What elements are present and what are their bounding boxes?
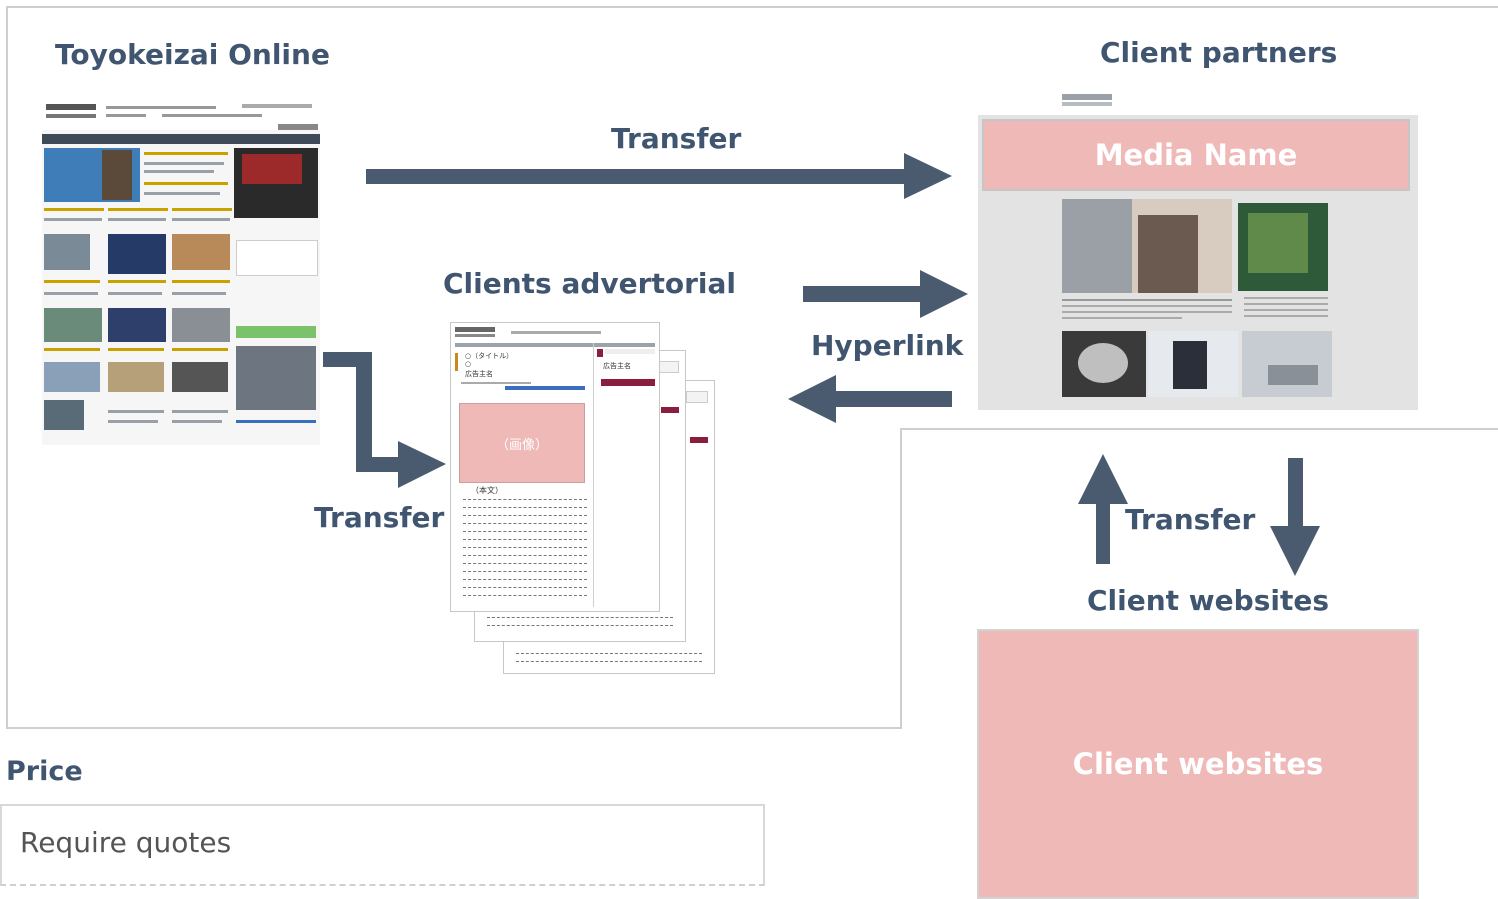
- advertiser-name: 広告主名: [465, 370, 493, 378]
- client-websites-box: Client websites: [977, 629, 1419, 899]
- frame-divider: [6, 727, 902, 729]
- diagram-frame: [6, 6, 1498, 729]
- partner-logo-sub: [1062, 102, 1112, 106]
- transfer-right-label: Transfer: [1125, 503, 1256, 536]
- toyokeizai-screenshot: [42, 100, 320, 445]
- client-websites-label: Client websites: [1087, 584, 1330, 617]
- price-heading: Price: [6, 756, 83, 787]
- image-placeholder: （画像）: [459, 403, 585, 483]
- frame-divider: [900, 428, 902, 729]
- advertorial-mock: ○（タイトル） ○ 広告主名 （画像） （本文） 広告主名: [446, 320, 716, 676]
- circle-mark: ○: [465, 360, 472, 368]
- toyokeizai-label: Toyokeizai Online: [55, 38, 330, 71]
- arrow-transfer-right: [366, 153, 952, 199]
- hyperlink-label: Hyperlink: [811, 329, 964, 362]
- body-placeholder: （本文）: [471, 486, 503, 495]
- price-value: Require quotes: [20, 826, 232, 859]
- client-partners-label: Client partners: [1100, 36, 1338, 69]
- frame-divider: [900, 428, 1498, 430]
- side-advertiser: 広告主名: [603, 362, 631, 370]
- advertorial-page: ○（タイトル） ○ 広告主名 （画像） （本文） 広告主名: [450, 322, 660, 612]
- title-placeholder: ○（タイトル）: [465, 352, 514, 360]
- arrow-transfer-elbow: [323, 352, 446, 488]
- clients-advertorial-label: Clients advertorial: [443, 267, 736, 300]
- transfer-left-label: Transfer: [314, 501, 445, 534]
- arrow-down: [1270, 458, 1320, 576]
- transfer-top-label: Transfer: [611, 122, 742, 155]
- arrow-hyperlink-left: [788, 375, 952, 423]
- partner-logo: [1062, 94, 1112, 100]
- arrow-hyperlink-right: [803, 270, 968, 318]
- price-box: [0, 804, 765, 886]
- media-name-banner: Media Name: [982, 119, 1410, 191]
- arrow-up: [1078, 454, 1128, 564]
